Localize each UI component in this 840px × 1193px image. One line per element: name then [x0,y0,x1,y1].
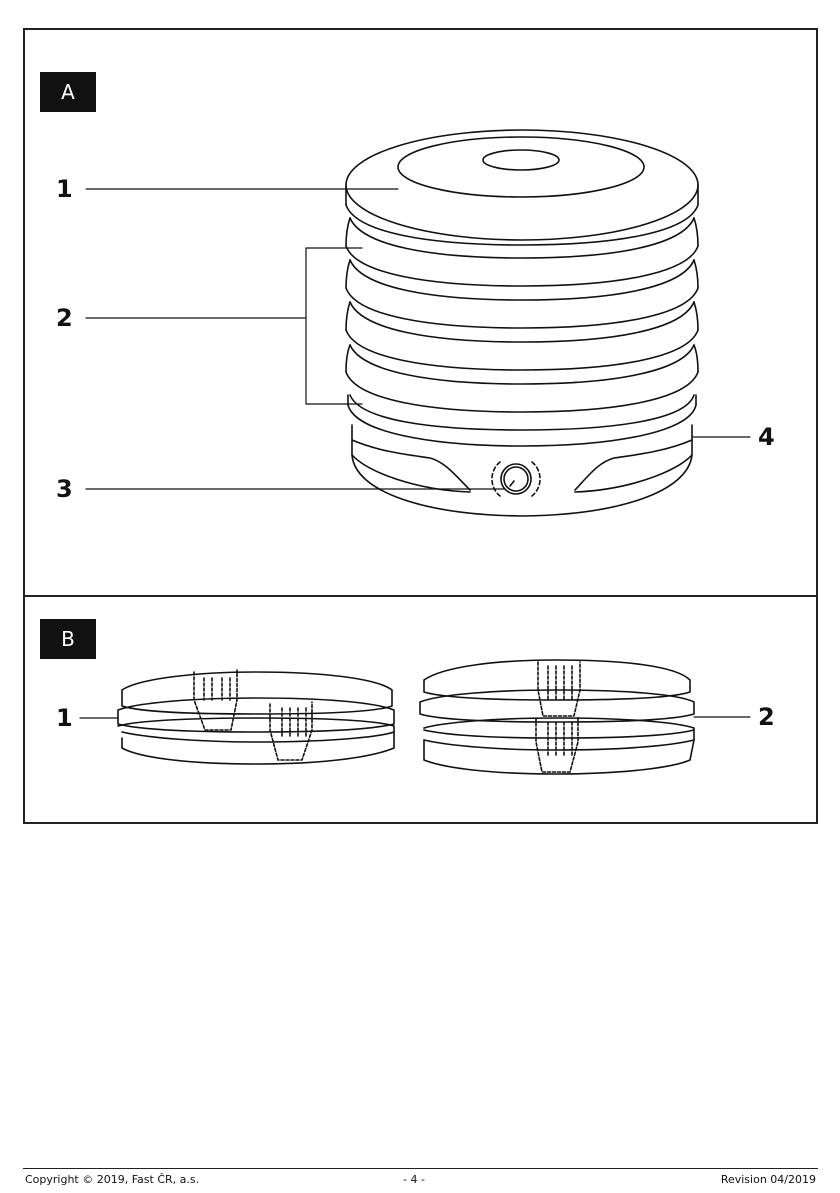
page-footer: Copyright © 2019, Fast ČR, a.s. - 4 - Re… [23,1168,818,1193]
callout-b-1: 1 [56,706,73,730]
callout-3-knob: 3 [56,477,73,501]
footer-revision: Revision 04/2019 [721,1173,816,1186]
tray-rib [348,405,696,446]
dehydrator-lid [346,130,698,240]
callout-b-2: 2 [758,705,775,729]
callout-4-base: 4 [758,425,775,449]
dehydrator-assembled [86,130,750,516]
callout-1-lid: 1 [56,177,73,201]
callout-2-trays: 2 [56,306,73,330]
lid-vent [483,150,559,170]
footer-page-number: - 4 - [403,1173,425,1186]
tray-stacking-right [420,660,750,774]
footer-copyright: Copyright © 2019, Fast ČR, a.s. [25,1173,199,1186]
tray-stacking-left [80,670,394,764]
control-knob [492,462,540,496]
dehydrator-base [352,425,692,516]
